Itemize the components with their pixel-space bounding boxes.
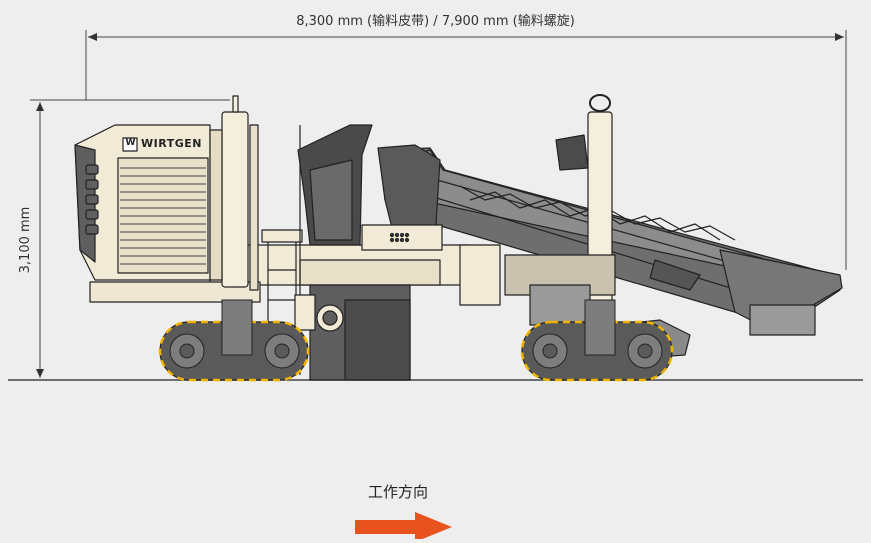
milling-drum-housing (294, 284, 411, 381)
wirtgen-logo-icon (122, 137, 138, 152)
brand-label: WIRTGEN (141, 137, 202, 150)
direction-arrow-icon (355, 512, 452, 542)
engine-housing (74, 124, 211, 281)
width-dimension-line (85, 30, 847, 270)
milling-machine (74, 94, 843, 381)
front-crawler-track (158, 299, 310, 382)
brand-mark: W (125, 138, 136, 148)
rear-crawler-track (520, 299, 674, 382)
operator-cab (297, 124, 441, 246)
working-direction-label: 工作方向 (367, 483, 428, 501)
width-dimension-label: 8,300 mm (输料皮带) / 7,900 mm (输料螺旋) (296, 14, 575, 29)
height-dimension-label: 3,100 mm (18, 206, 33, 274)
height-dimension-line (30, 99, 230, 378)
